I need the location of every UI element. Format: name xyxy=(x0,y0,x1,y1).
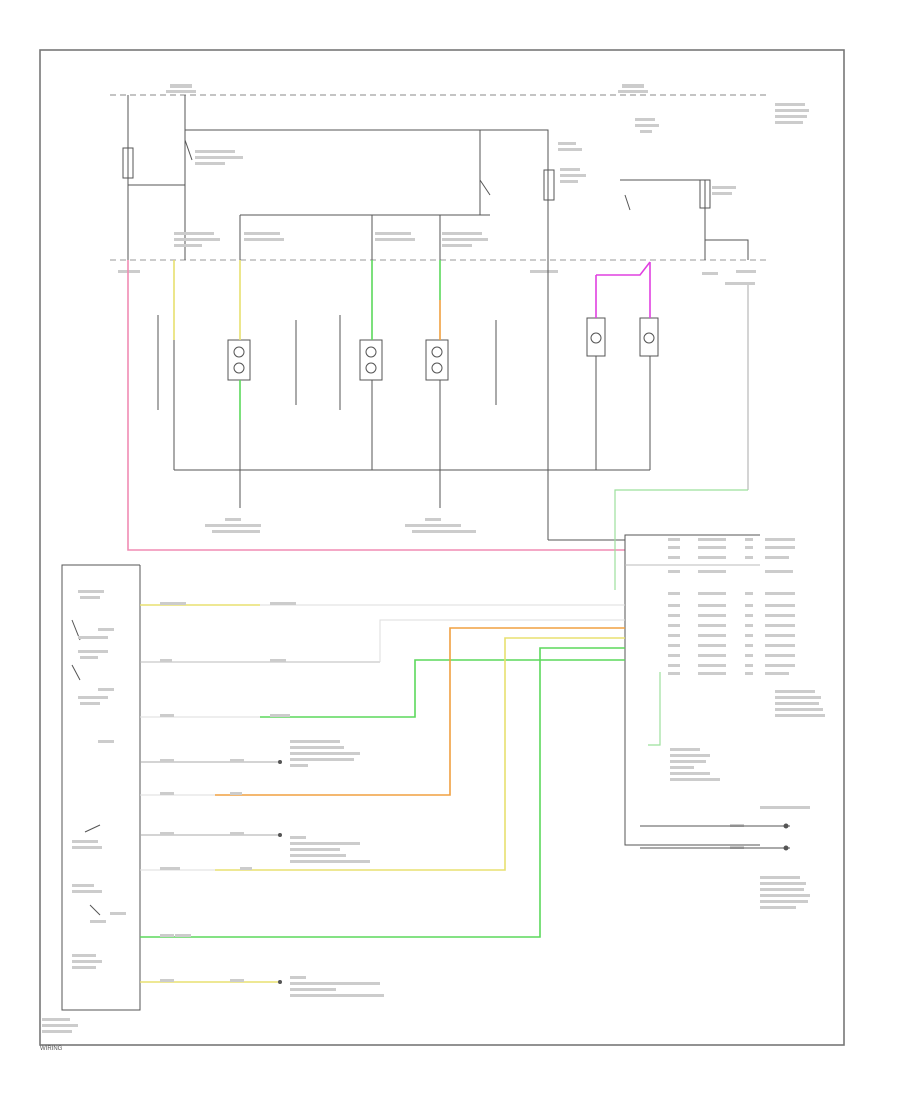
lamp-feed-wires xyxy=(173,260,749,540)
control-module-pins xyxy=(668,538,825,909)
panel-wires xyxy=(140,604,625,983)
switch-panel-labels xyxy=(42,590,126,1033)
pink-power-wire xyxy=(127,260,625,551)
ground-bus xyxy=(174,469,650,541)
module-sensor-labels xyxy=(670,748,720,781)
upper-switch-network xyxy=(122,95,749,260)
green-feed-wire xyxy=(614,489,748,590)
panel-wire-labels xyxy=(160,602,384,997)
switch-panel xyxy=(61,564,141,1011)
diagram-border xyxy=(39,49,845,1046)
panel-wire-endpoints xyxy=(278,760,282,984)
upper-labels xyxy=(118,103,809,285)
module-output-wires xyxy=(640,823,790,851)
bus-labels xyxy=(166,84,648,93)
footer-code: WIRING xyxy=(40,1046,63,1052)
control-module xyxy=(624,534,760,846)
ground-labels xyxy=(205,518,476,533)
lamp-assemblies xyxy=(157,315,659,410)
module-sensor-wire xyxy=(648,672,661,746)
